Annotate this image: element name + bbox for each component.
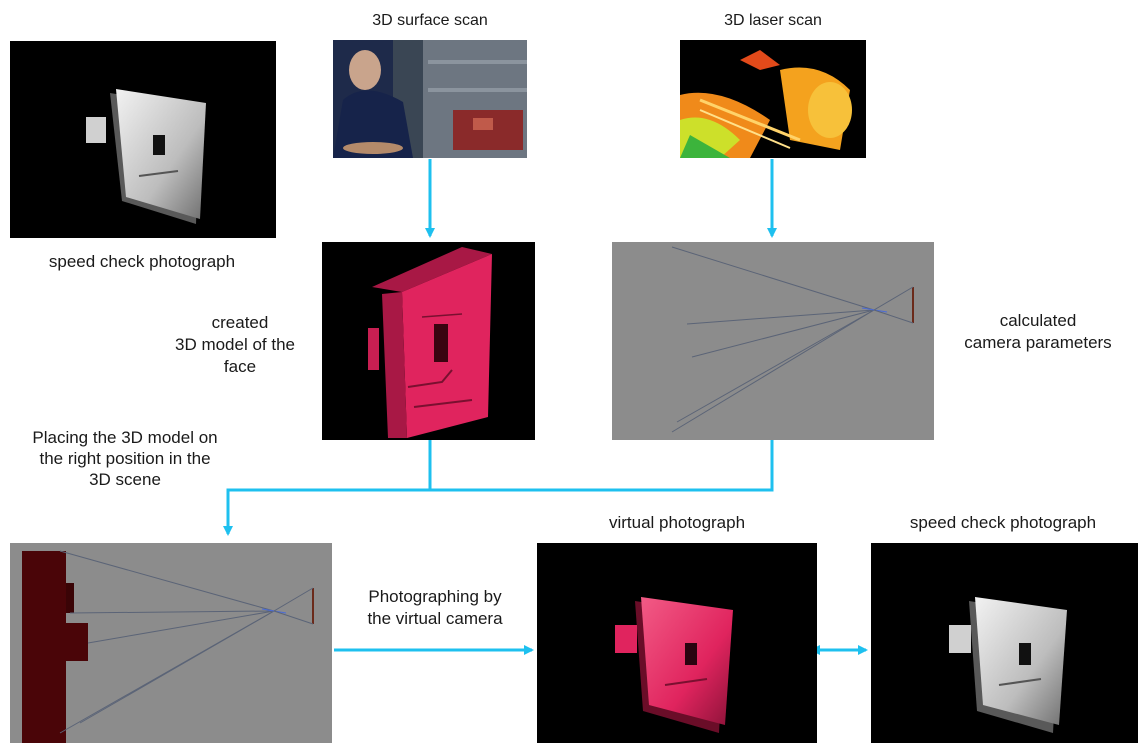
arrow-to-scene xyxy=(223,488,430,536)
placing-line2: the right position in the xyxy=(39,449,211,468)
speed-check-label-bottom: speed check photograph xyxy=(909,513,1097,532)
gray-face-model-render-bottom xyxy=(949,597,1067,733)
photographing-line2: the virtual camera xyxy=(367,609,503,628)
laser-scan-label: 3D laser scan xyxy=(724,12,822,29)
camera-params-line1: calculated xyxy=(999,311,1077,330)
placing-line1: Placing the 3D model on xyxy=(32,428,218,447)
speed-check-label-top: speed check photograph xyxy=(48,252,236,271)
virtual-photo-label: virtual photograph xyxy=(608,513,746,532)
speed-check-photo-top xyxy=(10,41,276,238)
gray-face-model-render xyxy=(86,89,206,224)
pink-face-model-render xyxy=(368,247,492,438)
laser-scan-photo xyxy=(680,40,866,158)
created-model-line2: 3D model of the xyxy=(174,335,295,354)
created-model-line1: created xyxy=(211,313,269,332)
virtual-photograph xyxy=(537,543,817,743)
created-face-model xyxy=(322,242,535,440)
created-model-line3: face xyxy=(223,357,257,376)
placed-model-scene xyxy=(10,543,332,743)
scene-model-and-camera xyxy=(22,550,314,743)
placing-line3: 3D scene xyxy=(89,470,161,489)
photographing-line1: Photographing by xyxy=(368,587,502,606)
pink-face-virtual-render xyxy=(615,597,733,733)
speed-check-photo-bottom xyxy=(871,543,1138,743)
camera-parameters-scene xyxy=(612,242,934,440)
surface-scan-label: 3D surface scan xyxy=(372,12,488,29)
camera-frustum-lines xyxy=(671,246,914,433)
merge-connector xyxy=(428,440,774,492)
camera-params-line2: camera parameters xyxy=(964,333,1112,352)
surface-scan-photo xyxy=(333,40,527,158)
